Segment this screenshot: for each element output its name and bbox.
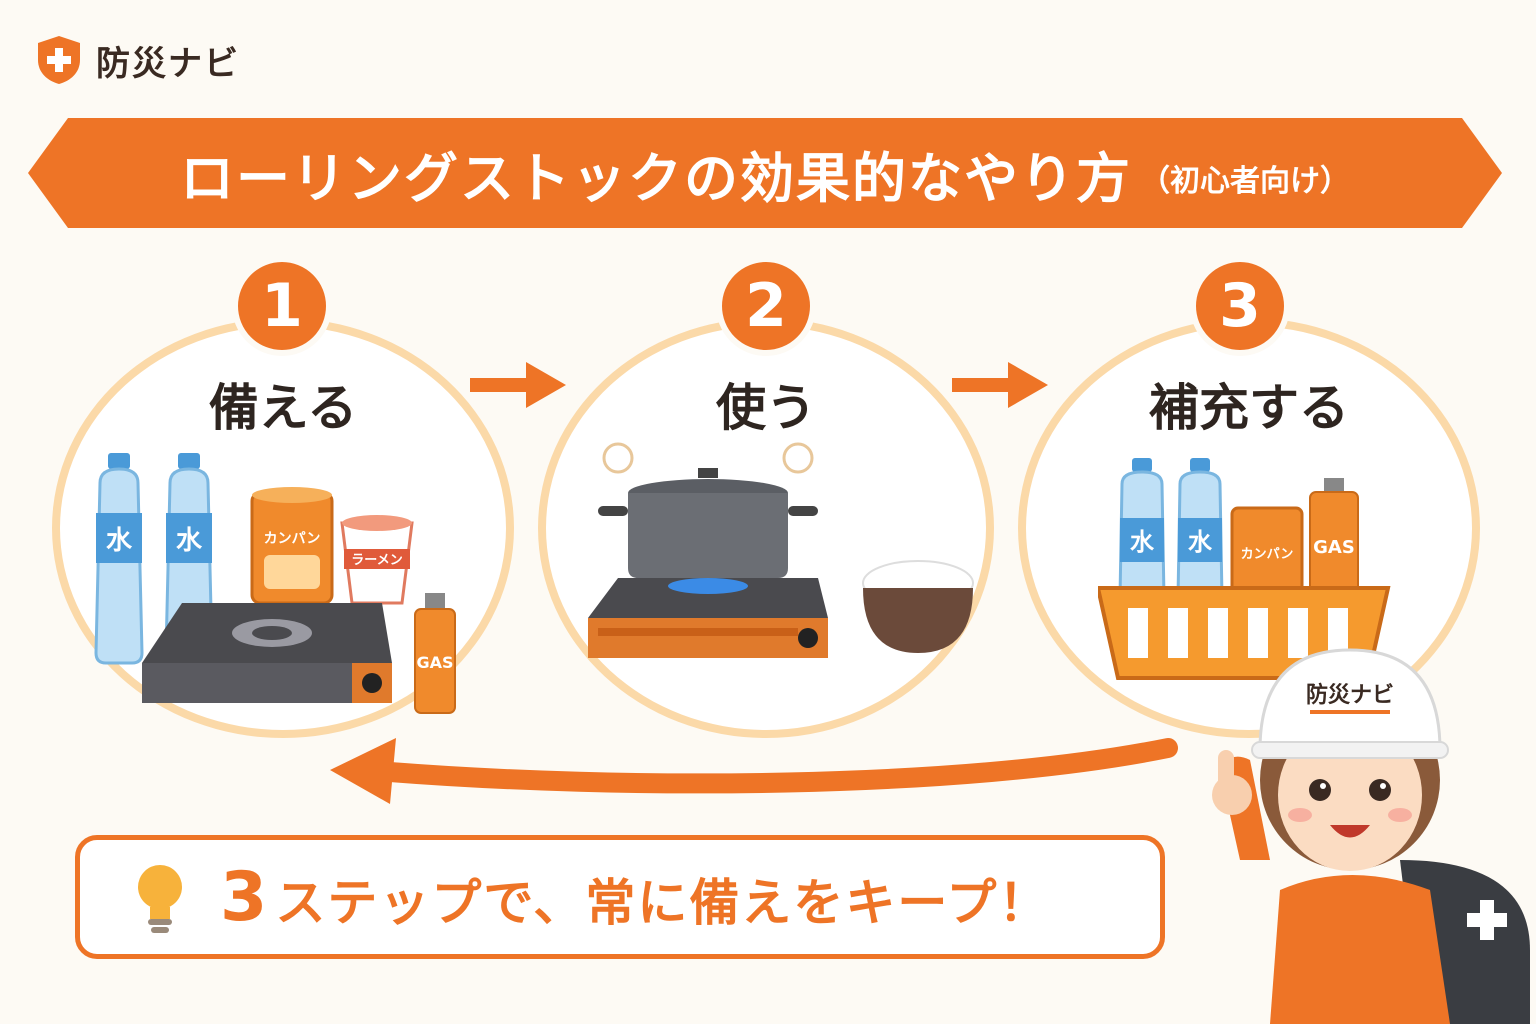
page-title: ローリングストックの効果的なやり方 xyxy=(180,146,1132,210)
biscuit-can-icon: カンパン xyxy=(250,487,334,605)
brand-logo: 防災ナビ xyxy=(34,34,240,86)
helmet-label: 防災ナビ xyxy=(1306,683,1394,708)
cooking-pot-icon xyxy=(598,468,818,578)
step-1: 備える 水 水 カンパン ラーメン xyxy=(52,318,522,738)
step-1-label: 備える xyxy=(208,379,358,437)
ramen-cup-icon: ラーメン xyxy=(340,515,414,605)
steam-icon xyxy=(602,442,814,474)
step-2-badge: 2 xyxy=(716,256,816,356)
step-2-illustration xyxy=(588,442,974,658)
svg-text:水: 水 xyxy=(1130,528,1155,556)
svg-text:GAS: GAS xyxy=(1313,537,1355,558)
svg-text:カンパン: カンパン xyxy=(264,531,321,547)
page-subtitle: （初心者向け） xyxy=(1140,164,1350,199)
biscuit-can-icon: カンパン xyxy=(1230,506,1304,600)
gas-stove-icon xyxy=(142,603,392,703)
rice-bowl-icon xyxy=(862,560,974,653)
step-1-illustration: 水 水 カンパン ラーメン xyxy=(94,453,456,714)
gas-stove-icon xyxy=(588,578,828,658)
banner-shape xyxy=(28,118,1502,228)
arrow-right-icon xyxy=(470,362,566,408)
water-bottle-icon: 水 xyxy=(1118,458,1166,600)
brand-name: 防災ナビ xyxy=(96,43,240,84)
gas-can-icon: GAS xyxy=(1309,478,1359,599)
svg-text:水: 水 xyxy=(1188,528,1213,556)
water-bottle-icon: 水 xyxy=(94,453,144,665)
arrow-right-icon xyxy=(952,362,1048,408)
step-3-illustration: 水 水 カンパン GAS xyxy=(1098,458,1391,680)
step-3-badge: 3 xyxy=(1190,256,1290,356)
step-2: 使う xyxy=(538,318,1000,738)
step-3-label: 補充する xyxy=(1149,379,1349,437)
svg-text:水: 水 xyxy=(176,526,203,556)
banner-heading: ローリングストックの効果的なやり方 （初心者向け） xyxy=(28,118,1502,228)
cycle-arrow-icon xyxy=(330,738,1178,804)
tip-message: ステップで、常に備えをキープ！ xyxy=(275,873,1051,932)
svg-text:水: 水 xyxy=(106,526,133,556)
lightbulb-icon xyxy=(138,865,182,933)
gas-can-icon: GAS xyxy=(414,593,456,714)
svg-text:ラーメン: ラーメン xyxy=(351,553,402,568)
step-1-badge: 1 xyxy=(232,256,332,356)
tip-number: 3 xyxy=(220,857,270,937)
step-2-label: 使う xyxy=(716,379,816,437)
shield-plus-icon xyxy=(38,36,80,84)
title-banner: ローリングストックの効果的なやり方 （初心者向け） xyxy=(28,118,1502,228)
guide-character: 防災ナビ xyxy=(1212,648,1530,1024)
svg-text:GAS: GAS xyxy=(416,653,453,672)
svg-text:カンパン: カンパン xyxy=(1241,547,1294,562)
